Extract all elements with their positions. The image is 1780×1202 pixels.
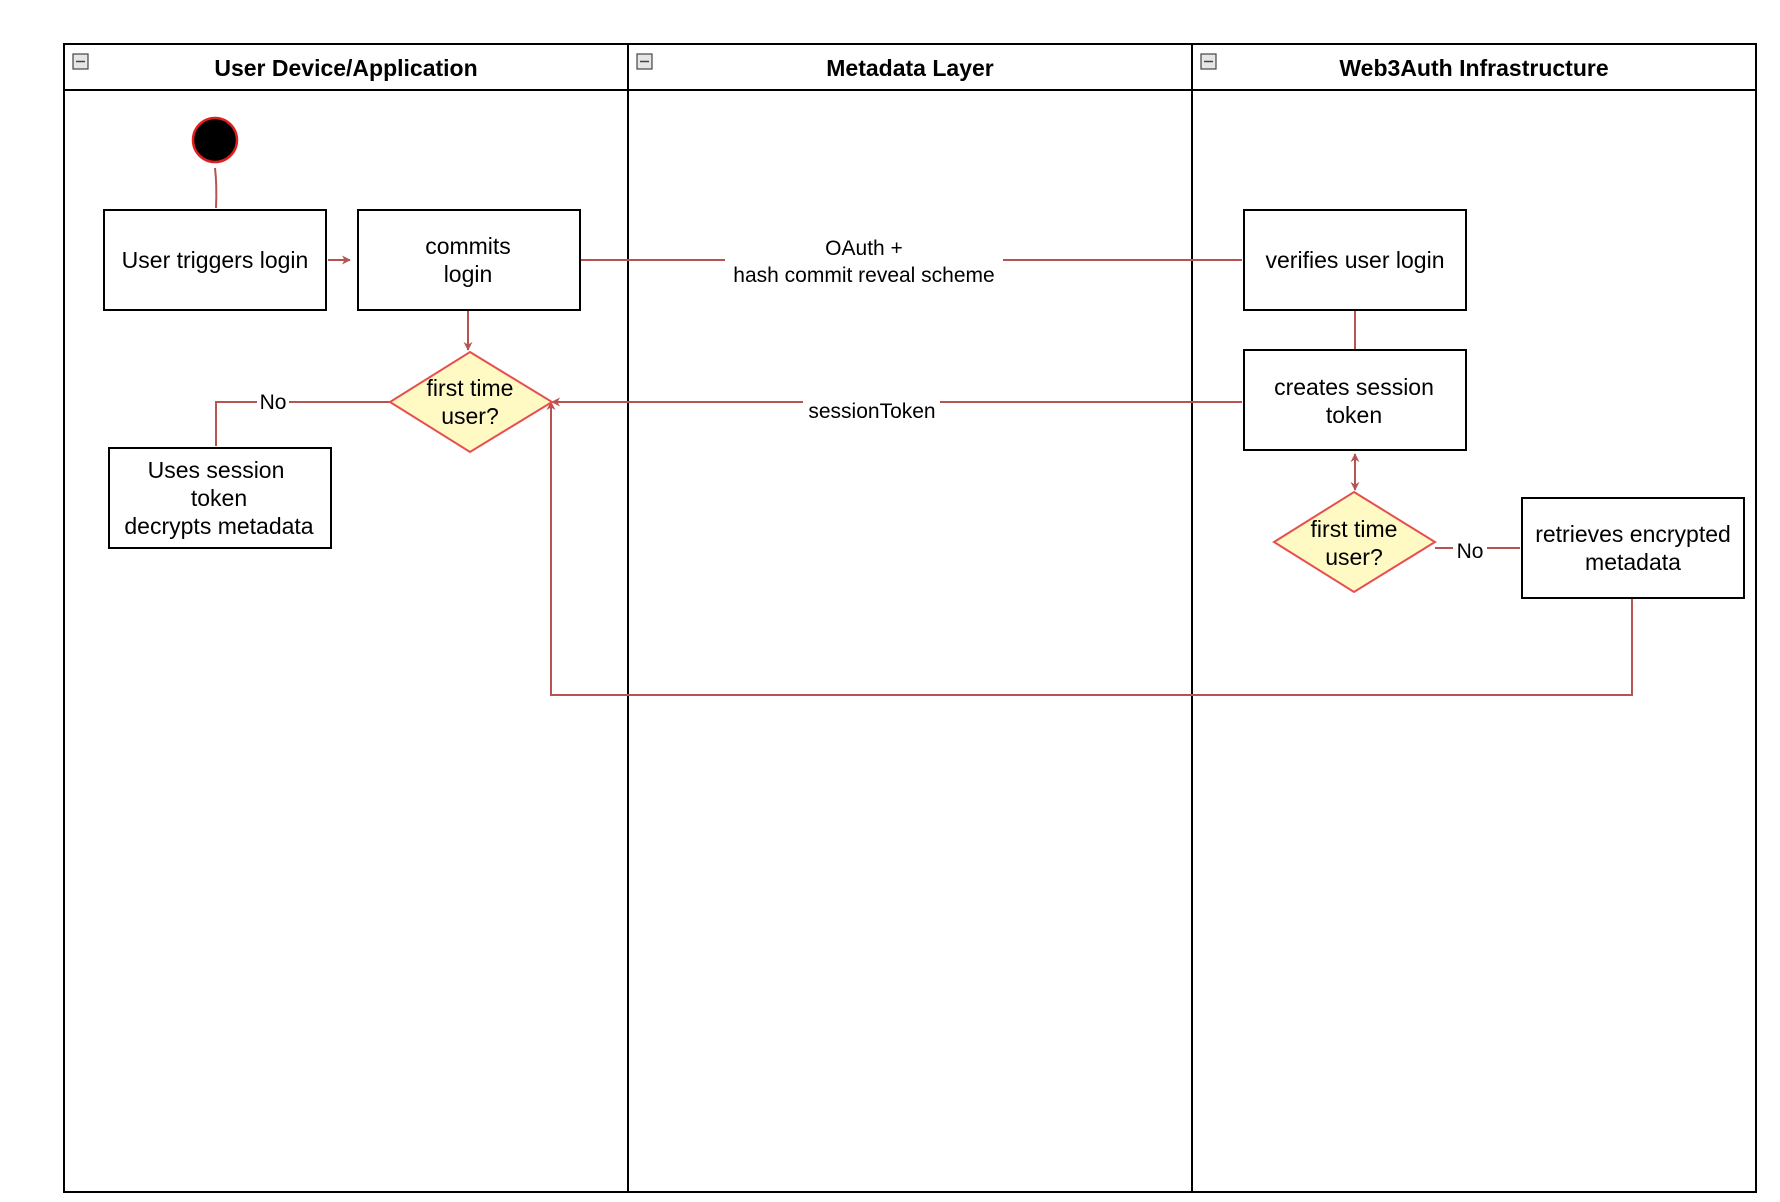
svg-text:first time: first time <box>1311 516 1398 542</box>
node-verifies-user-login[interactable]: verifies user login <box>1243 209 1467 311</box>
svg-text:No: No <box>1457 540 1484 563</box>
collapse-icon[interactable] <box>1200 53 1217 70</box>
edge-retrieve-loop <box>546 401 1633 696</box>
node-first-time-user-left[interactable]: first time user? <box>388 350 554 454</box>
node-retrieves-encrypted-metadata[interactable]: retrieves encrypted metadata <box>1521 497 1745 599</box>
collapse-icon[interactable] <box>72 53 89 70</box>
edge-label-no-left: No <box>257 390 289 416</box>
svg-text:No: No <box>260 391 287 414</box>
svg-text:hash commit reveal scheme: hash commit reveal scheme <box>733 264 994 287</box>
node-commits-login[interactable]: commits login <box>357 209 581 311</box>
node-first-time-user-right[interactable]: first time user? <box>1272 490 1437 594</box>
svg-text:sessionToken: sessionToken <box>808 400 935 423</box>
lane-title-web3auth: Web3Auth Infrastructure <box>1339 55 1608 81</box>
edge-label-oauth: OAuth + hash commit reveal scheme <box>725 234 1003 288</box>
svg-text:decrypts metadata: decrypts metadata <box>124 513 313 539</box>
node-user-triggers-login[interactable]: User triggers login <box>103 209 327 311</box>
start-node[interactable] <box>191 116 239 164</box>
edge-label-session-token: sessionToken <box>803 394 940 426</box>
swimlane-metadata-layer: Metadata Layer <box>627 43 1193 1193</box>
svg-text:metadata: metadata <box>1585 549 1681 575</box>
svg-text:Uses session: Uses session <box>148 457 285 483</box>
node-creates-session-token[interactable]: creates session token <box>1243 349 1467 451</box>
svg-text:creates session: creates session <box>1274 374 1434 400</box>
edge-label-no-right: No <box>1453 537 1487 563</box>
lane-title-user-device: User Device/Application <box>214 55 477 81</box>
edge-no-to-uses-session <box>215 401 390 446</box>
svg-text:verifies user login: verifies user login <box>1266 247 1445 273</box>
svg-text:commits: commits <box>425 233 511 259</box>
svg-text:token: token <box>1326 402 1382 428</box>
svg-text:retrieves encrypted: retrieves encrypted <box>1535 521 1731 547</box>
edge-start-to-trigger <box>214 167 218 209</box>
collapse-icon[interactable] <box>636 53 653 70</box>
lane-title-metadata-layer: Metadata Layer <box>826 55 994 81</box>
svg-text:user?: user? <box>441 403 499 429</box>
svg-text:login: login <box>444 261 493 287</box>
svg-text:token: token <box>191 485 247 511</box>
svg-text:user?: user? <box>1325 544 1383 570</box>
svg-text:first time: first time <box>427 375 514 401</box>
svg-text:User triggers login: User triggers login <box>122 247 309 273</box>
svg-text:OAuth +: OAuth + <box>825 237 903 260</box>
node-uses-session-token[interactable]: Uses session token decrypts metadata <box>108 447 332 549</box>
